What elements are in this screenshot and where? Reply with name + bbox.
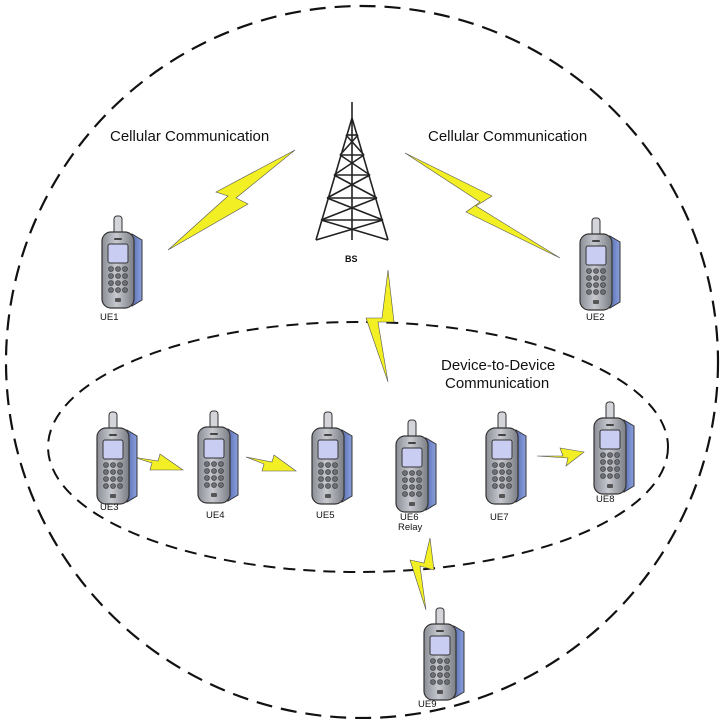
relay-label: Relay	[398, 522, 423, 533]
ue6-label: UE6	[400, 512, 418, 523]
d2d-cluster-boundary	[47, 321, 669, 573]
ue9-phone-icon	[423, 607, 465, 701]
ue3-label: UE3	[100, 502, 118, 513]
ue5-label: UE5	[316, 510, 334, 521]
bolt-bs-ue2-icon	[404, 152, 561, 259]
bolt-ue6-ue9-icon	[409, 537, 435, 611]
ue4-label: UE4	[206, 510, 224, 521]
ue7-label: UE7	[490, 512, 508, 523]
bs-label: BS	[345, 254, 358, 264]
lightning-bolts	[132, 149, 585, 611]
d2d-label-line2: Communication	[445, 375, 549, 392]
bolt-ue3-ue4-icon	[132, 453, 184, 471]
ue3-phone-icon	[96, 411, 138, 505]
bolt-bs-d2d-icon	[365, 269, 395, 383]
ue8-label: UE8	[596, 494, 614, 505]
ue2-phone-icon	[579, 217, 621, 311]
ue1-label: UE1	[100, 312, 118, 323]
ue9-label: UE9	[418, 699, 436, 710]
ue1-phone-icon	[101, 215, 143, 309]
cellular-right-label: Cellular Communication	[428, 128, 587, 145]
cellular-left-label: Cellular Communication	[110, 128, 269, 145]
bolt-ue4-ue5-icon	[245, 454, 297, 472]
bolt-ue7-ue8-icon	[536, 447, 585, 467]
ue8-phone-icon	[593, 401, 635, 495]
base-station-tower-icon	[315, 102, 389, 241]
d2d-label-line1: Device-to-Device	[441, 357, 555, 374]
bolt-bs-ue1-icon	[167, 149, 296, 251]
ue2-label: UE2	[586, 312, 604, 323]
ue7-phone-icon	[485, 411, 527, 505]
cell-boundary	[5, 5, 719, 719]
ue5-phone-icon	[311, 411, 353, 505]
ue4-phone-icon	[197, 410, 239, 504]
ue6-phone-icon	[395, 419, 437, 513]
